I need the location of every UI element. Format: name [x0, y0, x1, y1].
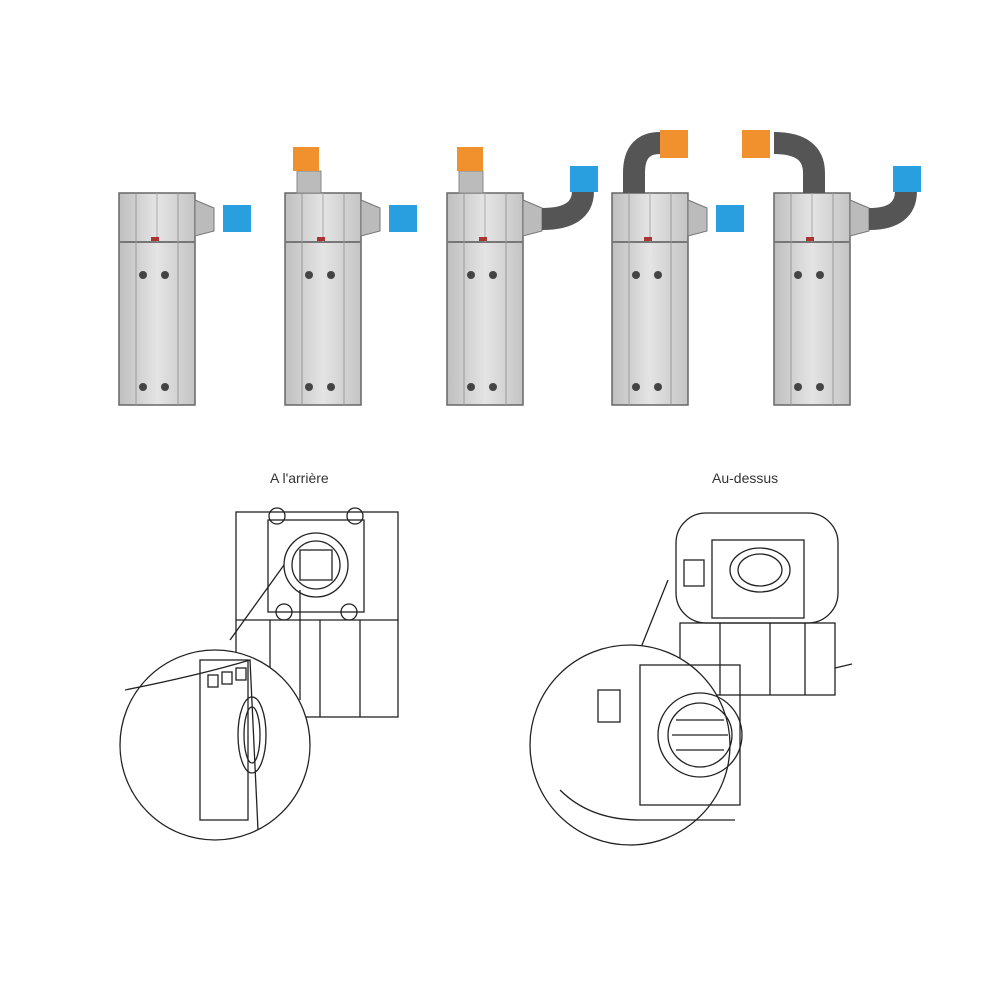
exhaust-duct-straight [389, 205, 417, 232]
rear-view-label: A l'arrière [270, 470, 329, 486]
exhaust-duct-outlet [570, 166, 598, 192]
exhaust-duct-straight [223, 205, 251, 232]
exhaust-elbow [868, 190, 917, 230]
water-heater-unit [773, 192, 870, 406]
top-view-label: Au-dessus [712, 470, 779, 486]
intake-duct-outlet [742, 130, 770, 158]
configuration-1 [118, 192, 251, 406]
top-view-drawing [529, 512, 853, 846]
intake-duct-outlet [660, 130, 688, 158]
water-heater-unit [446, 192, 543, 406]
configuration-3 [446, 147, 598, 406]
exhaust-elbow [541, 189, 594, 230]
top-view-detail-magnifier [529, 644, 731, 846]
exhaust-duct-outlet [893, 166, 921, 192]
water-heater-unit [611, 192, 708, 406]
water-heater-unit [118, 192, 215, 406]
intake-elbow [773, 132, 825, 193]
configuration-2 [284, 147, 417, 406]
intake-duct-straight [293, 147, 319, 171]
configuration-4 [611, 130, 744, 406]
rear-view-detail-magnifier [119, 649, 311, 841]
exhaust-duct-straight [716, 205, 744, 232]
water-heater-unit [284, 192, 381, 406]
configuration-5 [742, 130, 921, 406]
rear-view-drawing [119, 507, 399, 841]
intake-duct-straight [457, 147, 483, 171]
intake-elbow [623, 132, 661, 193]
